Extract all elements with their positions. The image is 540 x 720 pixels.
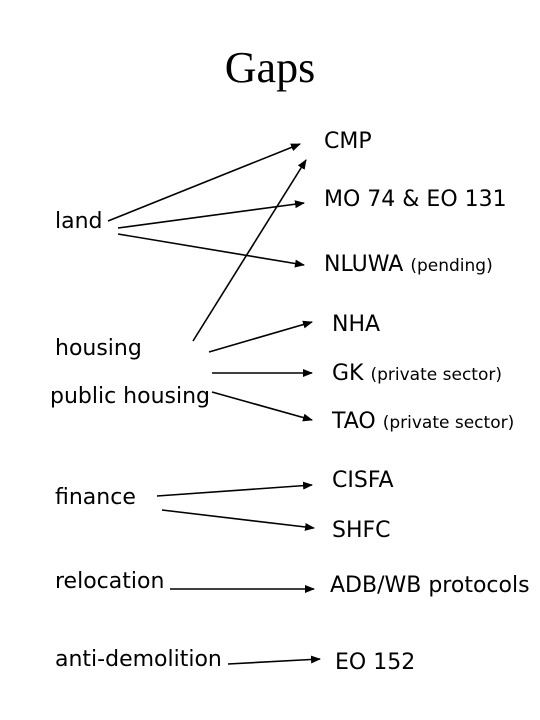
arrow-finance-cisfa [156,481,313,497]
target-nha: NHA [332,312,381,337]
target-tao-note: (private sector) [382,413,515,433]
arrow-finance-shfc [161,509,315,531]
page-title: Gaps [224,43,316,92]
target-eo152: EO 152 [335,650,416,675]
target-nluwa: NLUWA (pending) [324,254,493,276]
target-cisfa: CISFA [332,468,394,493]
target-gk-label: GK [332,361,364,386]
arrow-public-housing-tao [211,391,313,422]
arrow-land-mo74 [117,200,305,229]
target-gk: GK (private sector) [332,363,502,385]
target-mo74-eo131: MO 74 & EO 131 [324,187,507,212]
target-adb-wb-protocols: ADB/WB protocols [330,573,530,598]
arrow-anti-demolition-eo152 [227,655,321,665]
target-nluwa-note: (pending) [410,256,493,276]
target-gk-note: (private sector) [370,365,502,385]
arrow-land-nluwa [117,233,305,268]
source-anti-demolition: anti-demolition [55,647,222,672]
target-tao-label: TAO [332,409,376,434]
source-housing: housing [55,336,142,361]
source-finance: finance [55,485,136,510]
arrow-housing-nha [208,320,313,353]
source-land: land [55,209,103,234]
target-nluwa-label: NLUWA [324,252,404,277]
target-shfc: SHFC [332,518,391,543]
source-public-housing: public housing [50,384,211,409]
arrow-land-cmp [107,143,301,222]
source-relocation: relocation [55,569,165,594]
target-tao: TAO (private sector) [332,411,514,433]
arrow-housing-cmp [192,159,307,342]
target-cmp: CMP [324,129,372,154]
